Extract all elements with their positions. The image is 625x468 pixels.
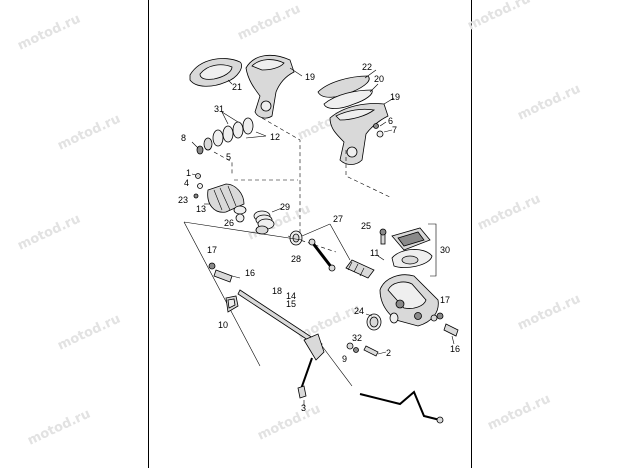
callout-15: 15 [286, 299, 296, 309]
watermark: motod.ru [485, 391, 553, 433]
callout-31: 31 [214, 104, 224, 114]
pedal-pad-22 [317, 69, 377, 98]
callout-1: 1 [186, 168, 191, 178]
callout-19: 19 [390, 92, 400, 102]
callout-26: 26 [224, 218, 234, 228]
callout-20: 20 [374, 74, 384, 84]
pedal-pad-21 [189, 58, 243, 87]
callout-18: 18 [272, 286, 282, 296]
callout-30: 30 [440, 245, 450, 255]
linkage-rod-18 [183, 221, 444, 424]
watermark: motod.ru [235, 1, 303, 43]
callout-17: 17 [440, 295, 450, 305]
reservoir-cap-30 [391, 223, 437, 277]
callout-17: 17 [207, 245, 217, 255]
clip-26 [235, 213, 245, 223]
watermark: motod.ru [475, 191, 543, 233]
watermark: motod.ru [25, 406, 93, 448]
callout-10: 10 [218, 320, 228, 330]
piston-11 [345, 255, 385, 279]
callout-27: 27 [333, 214, 343, 224]
push-rod-28 [308, 238, 336, 272]
brake-lever-3 [297, 333, 325, 406]
callout-12: 12 [270, 132, 280, 142]
pedal-plate-20 [323, 83, 379, 109]
watermark: motod.ru [255, 401, 323, 443]
diagram-frame [148, 0, 472, 468]
watermark: motod.ru [55, 111, 123, 153]
watermark-layer: motod.ru motod.ru motod.ru motod.ru moto… [15, 0, 583, 449]
callout-23: 23 [178, 195, 188, 205]
callout-19: 19 [305, 72, 315, 82]
callout-11: 11 [370, 248, 379, 258]
callout-24: 24 [354, 306, 364, 316]
cap-24 [365, 313, 382, 331]
pedal-arm-19-left [245, 54, 303, 119]
callout-16: 16 [245, 268, 255, 278]
clip-17-16-left [208, 262, 241, 283]
bleeder-32-9 [346, 342, 387, 357]
watermark: motod.ru [15, 211, 83, 253]
master-cylinder [379, 274, 439, 327]
callout-21: 21 [232, 82, 242, 92]
callout-13: 13 [196, 204, 206, 214]
callout-25: 25 [361, 221, 371, 231]
callout-2: 2 [386, 348, 391, 358]
watermark: motod.ru [55, 311, 123, 353]
callout-9: 9 [342, 354, 347, 364]
assembly-guide-lines [213, 117, 393, 253]
callout-5: 5 [226, 152, 231, 162]
screw-6-7 [373, 121, 393, 138]
callout-7: 7 [392, 125, 397, 135]
watermark: motod.ru [465, 0, 533, 34]
pedal-arm-19-right [329, 97, 395, 165]
callout-6: 6 [388, 116, 393, 126]
callout-3: 3 [301, 403, 306, 413]
watermark: motod.ru [15, 11, 83, 53]
seal-rings-31-12 [191, 111, 267, 155]
watermark: motod.ru [515, 291, 583, 333]
fitting-17-16-right [436, 312, 459, 345]
callout-29: 29 [280, 202, 290, 212]
rubber-boot-13 [204, 183, 247, 215]
callout-32: 32 [352, 333, 362, 343]
callout-14: 14 [286, 291, 296, 301]
watermark: motod.ru [515, 81, 583, 123]
bracket-10 [225, 295, 239, 313]
callout-16: 16 [450, 344, 460, 354]
callout-8: 8 [181, 133, 186, 143]
callout-labels: 21 19 22 20 19 31 12 8 5 6 7 1 4 23 13 2… [178, 62, 460, 413]
callout-28: 28 [291, 254, 301, 264]
small-bolts-1-4-23 [191, 173, 203, 199]
callout-4: 4 [184, 178, 189, 188]
bolt-25 [379, 228, 387, 245]
callout-22: 22 [362, 62, 372, 72]
